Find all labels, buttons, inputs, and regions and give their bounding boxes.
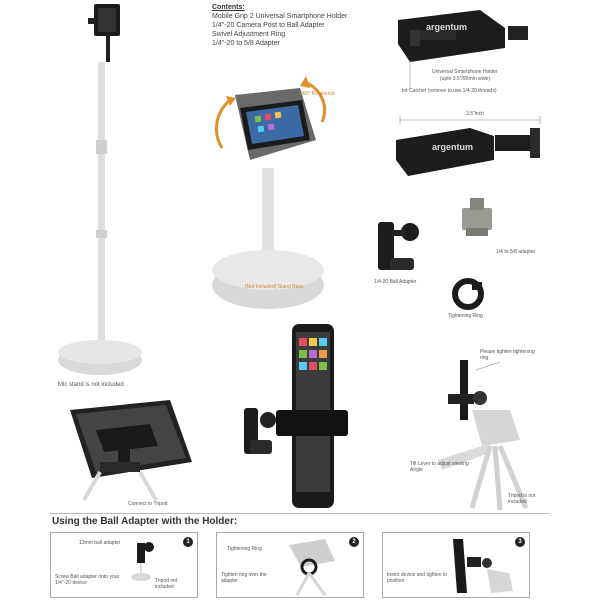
step2-label-a: Tightening Ring <box>227 546 262 552</box>
contents-list: Contents: Mobile Grip 2 Universal Smartp… <box>212 3 347 48</box>
connect-tripod-label: Connect to Tripod <box>128 501 168 507</box>
contents-heading: Contents: <box>212 4 245 11</box>
contents-item: Swivel Adjustment Ring <box>212 31 286 38</box>
ball-section-title: Using the Ball Adapter with the Holder: <box>52 516 238 527</box>
step-panel-1: 1 13mm ball adapter Screw Ball adapter o… <box>50 532 198 598</box>
step-number: 1 <box>183 537 193 547</box>
step1-label-c: Tripod not included <box>155 578 178 590</box>
holder-size-label: (upto 3.5"/90mm wide) <box>440 76 491 82</box>
width-dim-label: 3.5"inch <box>466 111 484 117</box>
brand-logo: argentum <box>432 142 474 152</box>
step2-label-b: Tighten ring over the adapter <box>221 572 267 584</box>
step2-illustration <box>289 539 335 596</box>
tilt-lever-label: Tilt Lever to adjust viewing Angle <box>410 461 469 473</box>
contents-item: 1/4"-20 to 5/8 Adapter <box>212 40 280 47</box>
stand-base-label: (Not Included) Stand Base <box>245 284 304 290</box>
step-number: 3 <box>515 537 525 547</box>
step-panel-2: 2 Tightening Ring Tighten ring over the … <box>216 532 364 598</box>
contents-item: Mobile Grip 2 Universal Smartphone Holde… <box>212 13 348 20</box>
catcher-label: Int Catcher (remove to use 1/4-20 thread… <box>402 88 497 94</box>
tripod-note-label: Tripod is not included <box>508 493 536 505</box>
ball-adapter-label: 1/4-20 Ball Adapter <box>374 279 417 285</box>
brand-logo: argentum <box>426 22 468 32</box>
holder-name-label: Universal Smartphone Holder <box>432 69 498 75</box>
adapter58-label: 1/4 to 5/8 adapter <box>496 249 536 255</box>
contents-item: 1/4"-20 Camera Post to Ball Adapter <box>212 22 325 29</box>
mic-note-label: Mic stand is not included <box>58 382 124 388</box>
section-divider <box>50 513 550 514</box>
step1-illustration <box>131 542 154 581</box>
step1-label-b: Screw Ball adapter onto your 1/4"-20 dev… <box>55 574 120 586</box>
step1-label-a: 13mm ball adapter <box>79 540 121 546</box>
step-number: 2 <box>349 537 359 547</box>
step3-illustration <box>453 539 513 593</box>
please-tighten-label: Please tighten tightening ring <box>480 349 535 361</box>
rotate-label: 360° Rotational <box>300 91 335 97</box>
step-panel-3: 3 Insert device and tighten to position <box>382 532 530 598</box>
step3-label-a: Insert device and tighten to position <box>387 572 448 584</box>
tightening-ring-label: Tightening Ring <box>448 313 483 319</box>
